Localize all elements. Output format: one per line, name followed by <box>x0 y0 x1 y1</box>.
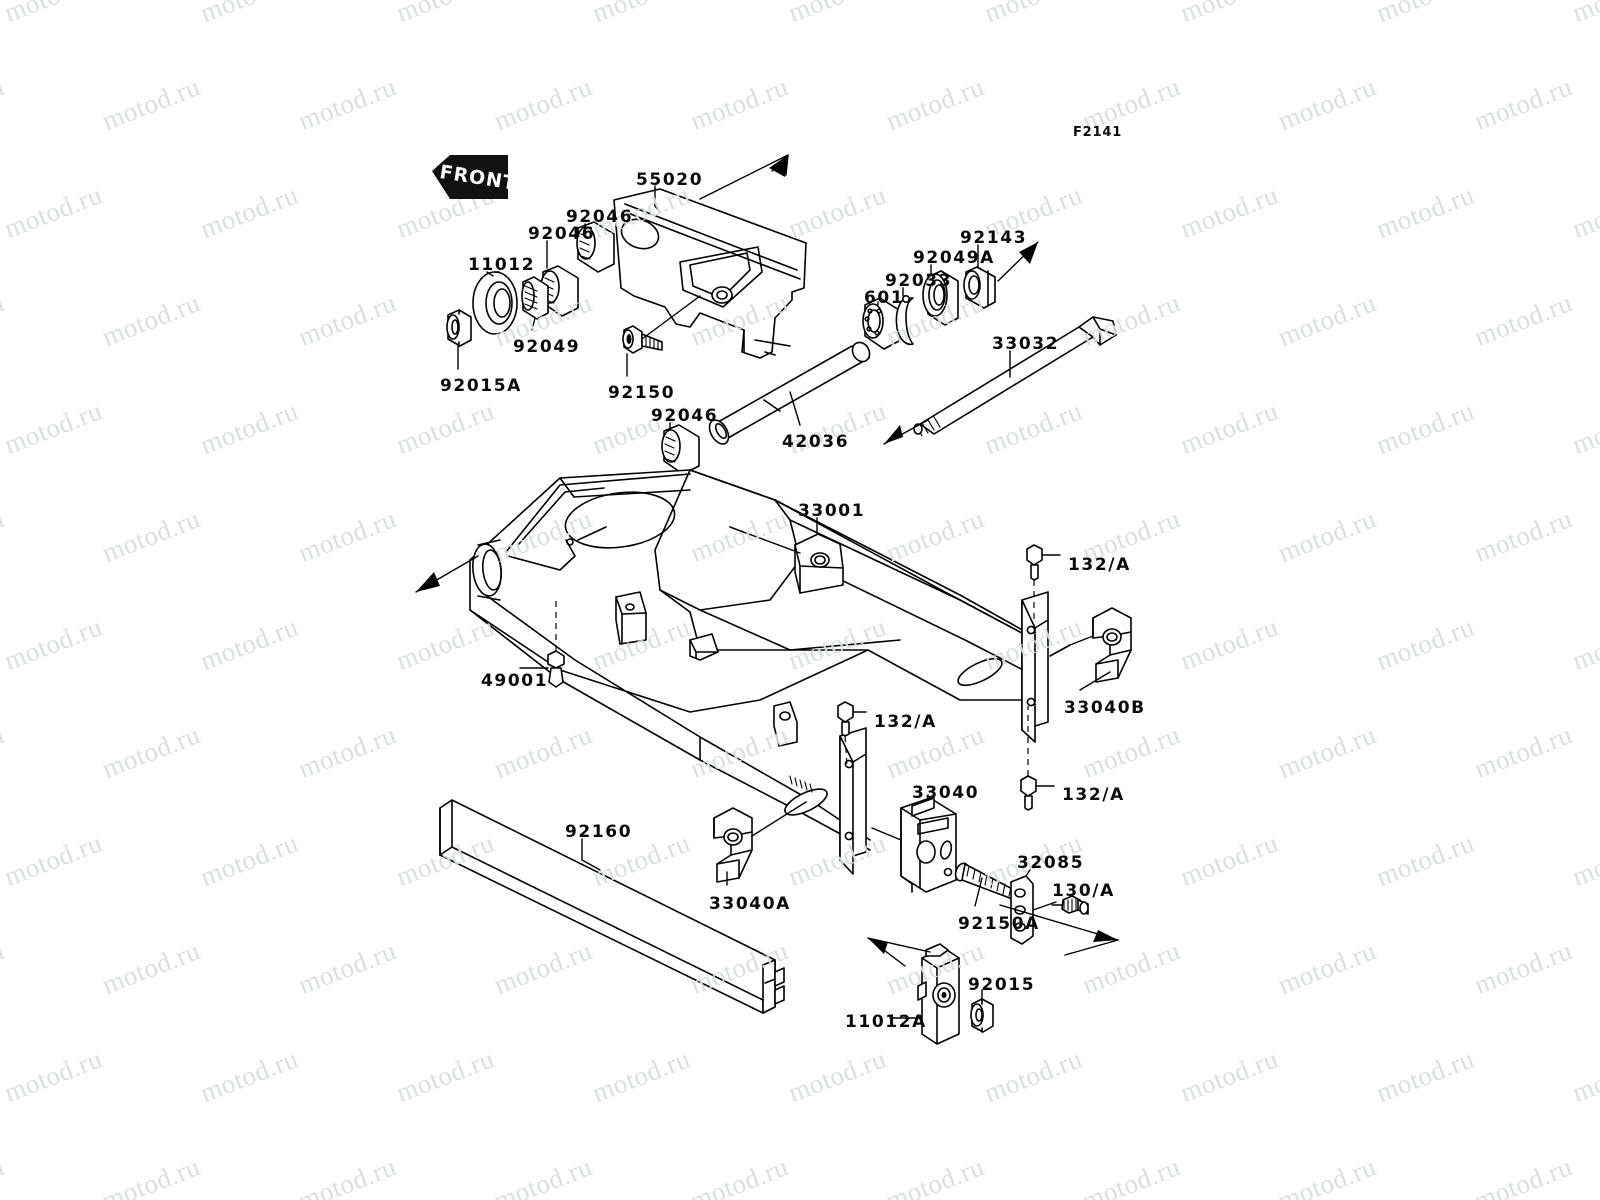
part-92150-bolt-upper <box>622 295 701 354</box>
part-label-92150A: 92150A <box>958 914 1040 934</box>
part-601-ball-bearing <box>862 297 900 350</box>
part-92015-nut <box>970 989 994 1033</box>
part-label-92046: 92046 <box>651 406 719 426</box>
part-label-92160: 92160 <box>565 822 633 842</box>
part-label-132-A: 132/A <box>874 712 937 732</box>
part-92160-damper <box>439 799 785 1014</box>
part-label-132-A: 132/A <box>1062 785 1125 805</box>
part-label-92046: 92046 <box>566 207 634 227</box>
part-33001-swingarm <box>415 469 1049 875</box>
adjuster-block-right <box>957 591 1049 743</box>
part-92033-snap-ring <box>895 294 914 346</box>
part-label-33040A: 33040A <box>709 894 791 914</box>
part-label-32085: 32085 <box>1017 853 1085 873</box>
part-33040B-bracket <box>1049 607 1132 683</box>
part-92049A-oil-seal <box>922 270 959 326</box>
part-92015A-nut <box>446 309 472 347</box>
diagram-code: F2141 <box>1073 125 1123 140</box>
leader-lines <box>457 185 1111 907</box>
part-130A-bolt <box>999 895 1119 956</box>
part-92046-bearing-lower <box>661 424 700 475</box>
part-label-92143: 92143 <box>960 228 1028 248</box>
part-label-132-A: 132/A <box>1068 555 1131 575</box>
part-label-33040B: 33040B <box>1064 698 1146 718</box>
part-92046-bearing-upper <box>576 221 615 273</box>
part-label-11012A: 11012A <box>845 1012 927 1032</box>
part-label-49001: 49001 <box>481 671 549 691</box>
part-label-92049A: 92049A <box>913 248 995 268</box>
part-label-601: 601 <box>864 288 905 308</box>
part-132A-bolt-upper-right <box>1026 544 1061 628</box>
part-label-11012: 11012 <box>468 255 536 275</box>
part-132A-bolt-lower-right <box>1020 706 1055 811</box>
part-label-55020: 55020 <box>636 170 704 190</box>
part-11012A-cap <box>867 937 960 1045</box>
part-33040A-bracket <box>713 801 807 883</box>
part-label-33032: 33032 <box>992 334 1060 354</box>
part-33040-adjuster-bracket <box>871 797 957 893</box>
part-label-92015: 92015 <box>968 975 1036 995</box>
part-label-92049: 92049 <box>513 337 581 357</box>
front-direction-indicator: FRONT <box>432 155 510 199</box>
part-33032-pivot-shaft <box>883 316 1117 445</box>
part-label-42036: 42036 <box>782 432 850 452</box>
part-label-92033: 92033 <box>885 271 953 291</box>
part-label-92015A: 92015A <box>440 376 522 396</box>
part-132A-bolt-center <box>837 701 867 767</box>
part-label-92046: 92046 <box>528 224 596 244</box>
part-49001-cap <box>519 600 565 688</box>
part-55020-chain-guard <box>613 154 807 359</box>
bracket-33001 <box>729 526 844 594</box>
part-92049-oil-seal <box>521 276 549 320</box>
part-label-33040: 33040 <box>912 783 980 803</box>
part-label-92150: 92150 <box>608 383 676 403</box>
part-11012-cap <box>472 271 518 335</box>
part-label-33001: 33001 <box>798 501 866 521</box>
part-label-130-A: 130/A <box>1052 881 1115 901</box>
part-92143-collar <box>963 241 1039 309</box>
